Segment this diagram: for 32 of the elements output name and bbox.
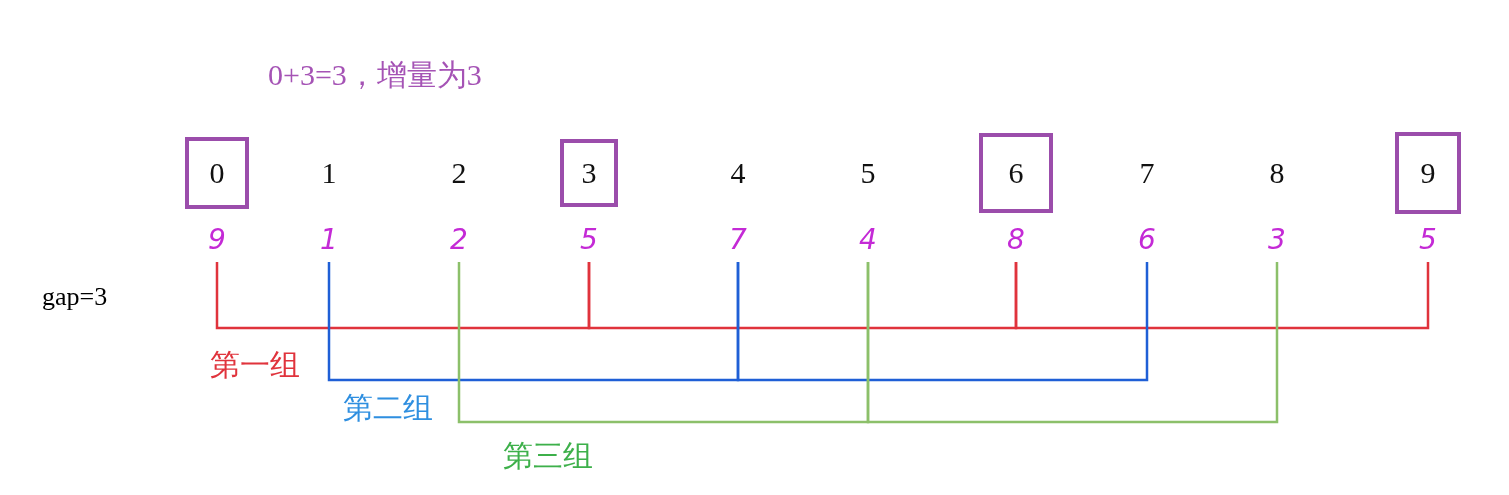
group-bracket-line: [215, 262, 591, 330]
title: 0+3=3，增量为3: [268, 57, 482, 93]
index-box: 6: [979, 133, 1053, 213]
group-bracket-line: [457, 262, 870, 424]
handwritten-value: 7: [718, 222, 758, 258]
gap-label: gap=3: [42, 282, 108, 312]
handwritten-value: 8: [996, 222, 1036, 258]
handwritten-value: 5: [569, 222, 609, 258]
index-number: 8: [1268, 155, 1286, 191]
index-box: 9: [1395, 132, 1461, 214]
handwritten-value: 2: [439, 222, 479, 258]
index-number: 2: [450, 155, 468, 191]
handwritten-value: 5: [1408, 222, 1448, 258]
group-bracket-line: [1014, 262, 1430, 330]
index-box: 0: [185, 137, 249, 209]
index-number: 5: [859, 155, 877, 191]
group-label: 第一组: [210, 347, 300, 383]
index-box: 3: [560, 139, 618, 207]
group-bracket-line: [327, 262, 740, 382]
group-label: 第三组: [503, 438, 593, 474]
index-number: 4: [729, 155, 747, 191]
handwritten-value: 3: [1257, 222, 1297, 258]
handwritten-value: 1: [309, 222, 349, 258]
group-label: 第二组: [343, 390, 433, 426]
index-number: 1: [320, 155, 338, 191]
index-number: 7: [1138, 155, 1156, 191]
group-bracket-line: [587, 262, 1018, 330]
group-bracket-line: [866, 262, 1279, 424]
handwritten-value: 4: [848, 222, 888, 258]
handwritten-value: 6: [1127, 222, 1167, 258]
group-bracket-line: [736, 262, 1149, 382]
handwritten-value: 9: [197, 222, 237, 258]
